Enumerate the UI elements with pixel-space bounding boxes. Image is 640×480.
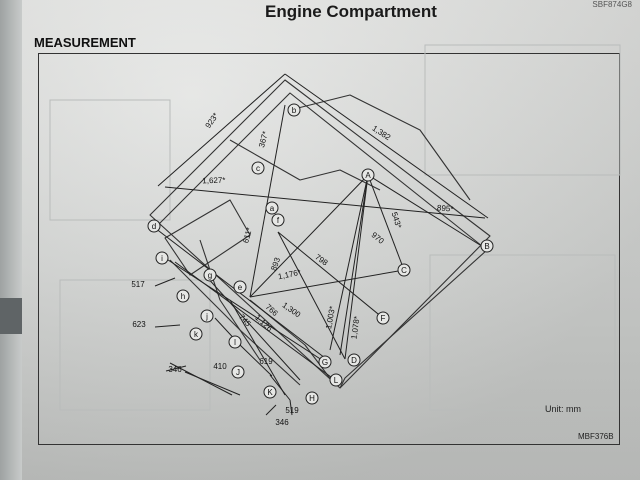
svg-text:c: c bbox=[256, 164, 260, 173]
svg-text:l: l bbox=[234, 338, 236, 347]
section-edge-tab bbox=[0, 298, 22, 334]
bleed-through bbox=[49, 44, 621, 411]
svg-text:J: J bbox=[236, 368, 240, 377]
svg-text:d: d bbox=[152, 222, 156, 231]
dimension-label: 519 bbox=[285, 406, 299, 415]
svg-text:C: C bbox=[401, 266, 407, 275]
svg-text:i: i bbox=[161, 254, 163, 263]
svg-text:h: h bbox=[181, 292, 185, 301]
point-marker-k: k bbox=[189, 327, 203, 341]
dimension-label: 923* bbox=[204, 111, 221, 130]
point-marker-G: G bbox=[318, 355, 332, 369]
point-marker-j: j bbox=[200, 309, 214, 323]
dimension-label: 798 bbox=[313, 252, 330, 267]
dimension-label: 367* bbox=[257, 130, 270, 148]
dimension-label: 623 bbox=[132, 320, 146, 329]
dimension-label: 895* bbox=[437, 203, 454, 213]
dimension-label: 745 bbox=[237, 312, 253, 328]
dimension-label: 619 bbox=[259, 357, 273, 366]
svg-text:L: L bbox=[334, 376, 339, 385]
point-marker-H: H bbox=[305, 391, 319, 405]
dimension-label: 970 bbox=[370, 230, 386, 246]
dimension-label: 410 bbox=[213, 362, 227, 371]
body-outline bbox=[149, 79, 491, 389]
point-marker-A: A bbox=[361, 168, 375, 182]
dimension-label: 1,078* bbox=[349, 316, 361, 340]
point-marker-l: l bbox=[228, 335, 242, 349]
svg-text:g: g bbox=[208, 271, 212, 280]
page-edge-strip bbox=[0, 0, 22, 480]
point-marker-F: F bbox=[376, 311, 390, 325]
point-marker-d: d bbox=[147, 219, 161, 233]
svg-text:D: D bbox=[351, 356, 357, 365]
page-title: Engine Compartment bbox=[265, 2, 437, 21]
dimension-label: 1,382 bbox=[371, 124, 393, 143]
point-marker-i: i bbox=[155, 251, 169, 265]
point-marker-B: B bbox=[480, 239, 494, 253]
point-marker-b: b bbox=[287, 103, 301, 117]
section-title: MEASUREMENT bbox=[34, 35, 136, 50]
dimension-label: 1,003* bbox=[324, 305, 337, 329]
svg-text:k: k bbox=[194, 330, 199, 339]
dimension-label: 766 bbox=[264, 302, 280, 318]
point-marker-C: C bbox=[397, 263, 411, 277]
point-marker-c: c bbox=[251, 161, 265, 175]
dimension-label: 1,126 bbox=[253, 313, 274, 333]
svg-text:G: G bbox=[322, 358, 328, 367]
point-marker-a: a bbox=[265, 201, 279, 215]
svg-text:e: e bbox=[238, 283, 243, 292]
dimension-label: 517 bbox=[131, 280, 145, 289]
unit-label: Unit: mm bbox=[545, 404, 581, 414]
point-marker-g: g bbox=[203, 268, 217, 282]
diagram-frame bbox=[38, 53, 620, 445]
dimension-lines bbox=[154, 73, 489, 416]
dimension-label: 346 bbox=[168, 365, 182, 374]
dimension-label: 1,176* bbox=[277, 268, 302, 282]
svg-text:H: H bbox=[309, 394, 315, 403]
svg-text:K: K bbox=[267, 388, 273, 397]
svg-text:b: b bbox=[292, 106, 297, 115]
point-marker-K: K bbox=[263, 385, 277, 399]
dimension-label: 893 bbox=[269, 256, 282, 272]
dimension-label: 346 bbox=[275, 418, 289, 427]
reference-code: SBF874G8 bbox=[592, 0, 632, 9]
svg-text:a: a bbox=[270, 204, 275, 213]
point-marker-f: f bbox=[271, 213, 285, 227]
point-markers: A B C D F G H J K La b c d e f g h i jk l bbox=[147, 103, 494, 405]
svg-text:B: B bbox=[484, 242, 489, 251]
point-marker-L: L bbox=[329, 373, 343, 387]
figure-code: MBF376B bbox=[578, 432, 614, 441]
svg-text:f: f bbox=[277, 216, 280, 225]
point-marker-J: J bbox=[231, 365, 245, 379]
point-marker-e: e bbox=[233, 280, 247, 294]
dimension-label: 1,627* bbox=[202, 176, 225, 186]
svg-text:A: A bbox=[365, 171, 371, 180]
dimension-label: 1,300 bbox=[281, 301, 303, 320]
dimension-label: 611* bbox=[241, 227, 254, 245]
svg-text:F: F bbox=[381, 314, 386, 323]
svg-text:j: j bbox=[205, 312, 208, 321]
point-marker-D: D bbox=[347, 353, 361, 367]
dimension-label: 543* bbox=[390, 211, 404, 229]
point-marker-h: h bbox=[176, 289, 190, 303]
